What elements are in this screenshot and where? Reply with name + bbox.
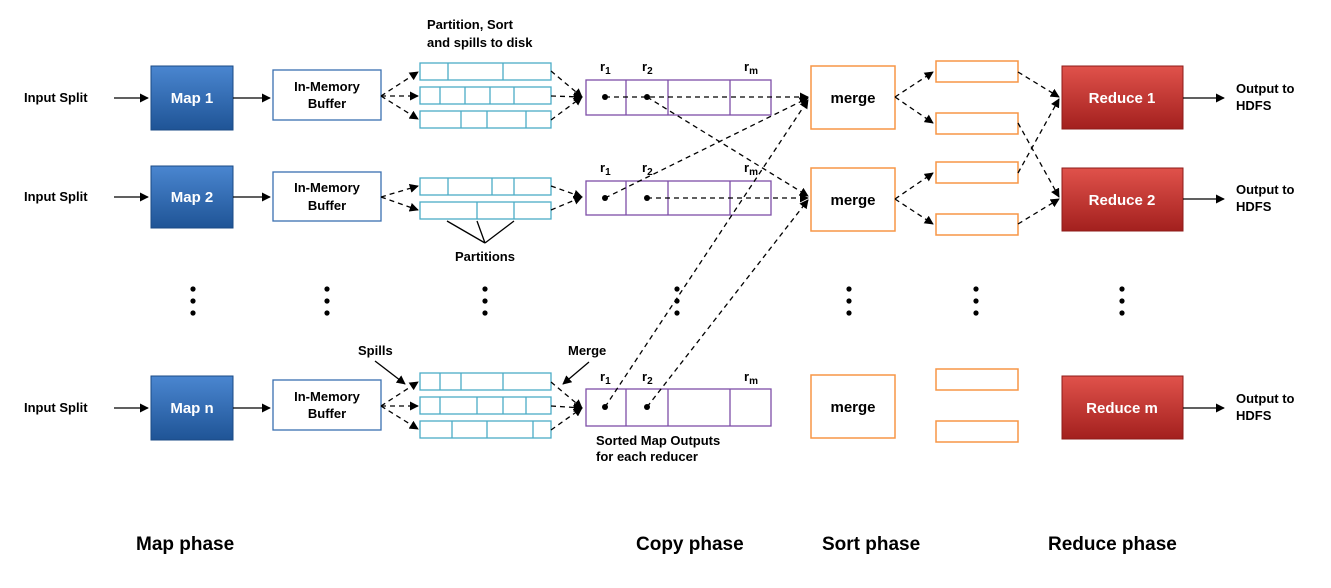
row-n: Input Split Map n In-Memory Buffer Spill… [24, 343, 772, 464]
partition-note-line1: Partition, Sort [427, 17, 514, 32]
phase-label-copy: Copy phase [636, 534, 744, 555]
sorted-outputs-line1: Sorted Map Outputs [596, 433, 720, 448]
partitions-pointer [446, 220, 515, 244]
sorted-segments [935, 60, 1019, 443]
output-label-line2: HDFS [1236, 408, 1272, 423]
merge-arrow [550, 402, 583, 413]
buffer-label-line1: In-Memory [294, 389, 361, 404]
merge-arrow [550, 407, 583, 431]
merge-label: merge [830, 192, 875, 209]
reduce-task-box [1061, 375, 1184, 440]
phase-label-reduce: Reduce phase [1048, 534, 1177, 555]
sorted-outputs-line2: for each reducer [596, 449, 698, 464]
merge-box [810, 65, 896, 130]
rm-label: rm [744, 369, 758, 387]
rm-label: rm [744, 59, 758, 77]
spill-arrow [380, 95, 419, 120]
input-split-label: Input Split [24, 400, 88, 415]
row-1: Input Split Map 1 In-Memory Buffer Parti… [24, 17, 772, 131]
merge-box [810, 167, 896, 232]
r1-label: r1 [600, 59, 611, 77]
input-split-label: Input Split [24, 189, 88, 204]
map-task-label: Map 1 [171, 90, 214, 107]
reduce-input-arrow [1017, 198, 1060, 225]
reduce-input-arrow [1017, 122, 1060, 198]
merge-arrow [550, 96, 583, 121]
map-task-label: Map 2 [171, 189, 214, 206]
reduce-input-arrow [1017, 98, 1060, 174]
spill-arrow [380, 381, 419, 407]
in-memory-buffer [272, 379, 382, 431]
map-task-box [150, 375, 234, 441]
segment-arrow [894, 71, 934, 98]
merge-arrow [550, 70, 583, 98]
row-2: Input Split Map 2 In-Memory Buffer Parti… [24, 160, 772, 264]
merge-arrow [550, 92, 583, 102]
buffer-label-line1: In-Memory [294, 180, 361, 195]
shuffle-arrows [604, 92, 809, 408]
phase-label-map: Map phase [136, 534, 234, 555]
partitions-label: Partitions [455, 249, 515, 264]
in-memory-buffer [272, 171, 382, 222]
vertical-ellipses [190, 286, 1125, 316]
merge-note-pointer [562, 361, 590, 385]
sort-phase: merge merge merge [810, 60, 1060, 443]
r2-label: r2 [642, 59, 653, 77]
merge-box [810, 374, 896, 439]
spills-label: Spills [358, 343, 393, 358]
buffer-label-line2: Buffer [308, 96, 346, 111]
reduce-phase: Reduce 1 Reduce 2 Reduce m Output to HDF… [1061, 65, 1295, 440]
merge-arrow [550, 381, 583, 409]
in-memory-buffer [272, 69, 382, 121]
segment-arrow [894, 198, 934, 225]
input-split-label: Input Split [24, 90, 88, 105]
merge-arrow [550, 185, 583, 199]
buffer-label-line1: In-Memory [294, 79, 361, 94]
phase-labels: Map phase Copy phase Sort phase Reduce p… [136, 534, 1177, 555]
merge-label: merge [830, 399, 875, 416]
spill-arrow [380, 71, 419, 97]
r2-label: r2 [642, 160, 653, 178]
reduce-task-box [1061, 65, 1184, 130]
map-task-box [150, 165, 234, 229]
sorted-map-output [585, 388, 772, 427]
spills-pointer [374, 360, 406, 385]
spill-arrow [380, 183, 419, 198]
spill-files [419, 372, 552, 439]
output-label-line1: Output to [1236, 81, 1295, 96]
phase-label-sort: Sort phase [822, 534, 920, 555]
output-label-line1: Output to [1236, 391, 1295, 406]
r1-label: r1 [600, 160, 611, 178]
buffer-label-line2: Buffer [308, 406, 346, 421]
merge-label: merge [830, 90, 875, 107]
rm-label: rm [744, 160, 758, 178]
reduce-task-label: Reduce 2 [1089, 192, 1156, 209]
output-label-line2: HDFS [1236, 199, 1272, 214]
merge-note-label: Merge [568, 343, 606, 358]
r1-label: r1 [600, 369, 611, 387]
spill-files [419, 177, 552, 220]
output-label-line2: HDFS [1236, 98, 1272, 113]
reduce-input-arrow [1017, 71, 1060, 98]
spill-files [419, 62, 552, 129]
map-task-label: Map n [170, 400, 213, 417]
spill-arrow [380, 405, 419, 430]
reduce-task-label: Reduce m [1086, 400, 1158, 417]
output-label-line1: Output to [1236, 182, 1295, 197]
reduce-task-label: Reduce 1 [1089, 90, 1156, 107]
segment-arrow [894, 172, 934, 200]
spill-arrow [380, 196, 419, 212]
merge-arrow [550, 195, 583, 211]
segment-arrow [894, 96, 934, 124]
reduce-task-box [1061, 167, 1184, 232]
buffer-label-line2: Buffer [308, 198, 346, 213]
r2-label: r2 [642, 369, 653, 387]
partition-note-line2: and spills to disk [427, 35, 533, 50]
